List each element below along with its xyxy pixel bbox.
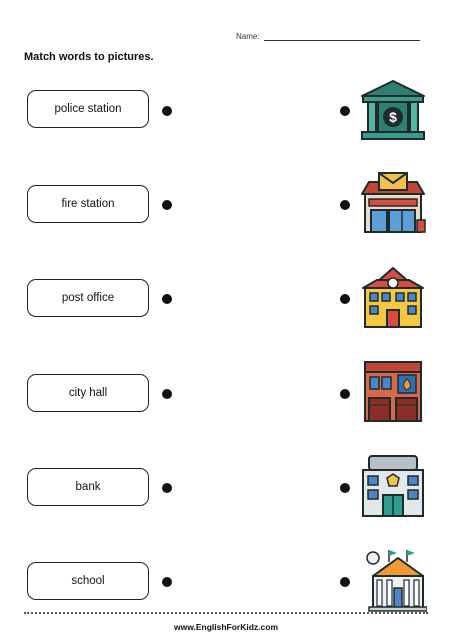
footer-divider — [24, 612, 428, 614]
name-field: Name: — [236, 32, 420, 41]
left-dot-4[interactable] — [162, 389, 172, 399]
right-dot-3[interactable] — [340, 294, 350, 304]
word-box-police-station[interactable]: police station — [27, 90, 149, 128]
word-box-city-hall[interactable]: city hall — [27, 374, 149, 412]
name-line[interactable] — [263, 32, 420, 41]
city-hall-building-icon — [359, 548, 427, 612]
left-dot-6[interactable] — [162, 577, 172, 587]
word-box-fire-station[interactable]: fire station — [27, 185, 149, 223]
instructions: Match words to pictures. — [24, 51, 154, 63]
svg-text:$: $ — [389, 109, 397, 125]
word-box-school[interactable]: school — [27, 562, 149, 600]
word-box-bank[interactable]: bank — [27, 468, 149, 506]
fire-station-building-icon — [359, 360, 427, 424]
word-box-post-office[interactable]: post office — [27, 279, 149, 317]
left-dot-3[interactable] — [162, 294, 172, 304]
school-building-icon — [359, 266, 427, 330]
right-dot-4[interactable] — [340, 389, 350, 399]
right-dot-6[interactable] — [340, 577, 350, 587]
police-station-building-icon — [359, 455, 427, 519]
right-dot-5[interactable] — [340, 483, 350, 493]
post-office-building-icon — [359, 172, 427, 236]
left-dot-1[interactable] — [162, 106, 172, 116]
right-dot-1[interactable] — [340, 106, 350, 116]
footer-site-link[interactable]: www.EnglishForKidz.com — [173, 622, 279, 632]
bank-building-icon: $ — [359, 78, 427, 142]
right-dot-2[interactable] — [340, 200, 350, 210]
left-dot-5[interactable] — [162, 483, 172, 493]
left-dot-2[interactable] — [162, 200, 172, 210]
name-label: Name: — [236, 32, 260, 41]
